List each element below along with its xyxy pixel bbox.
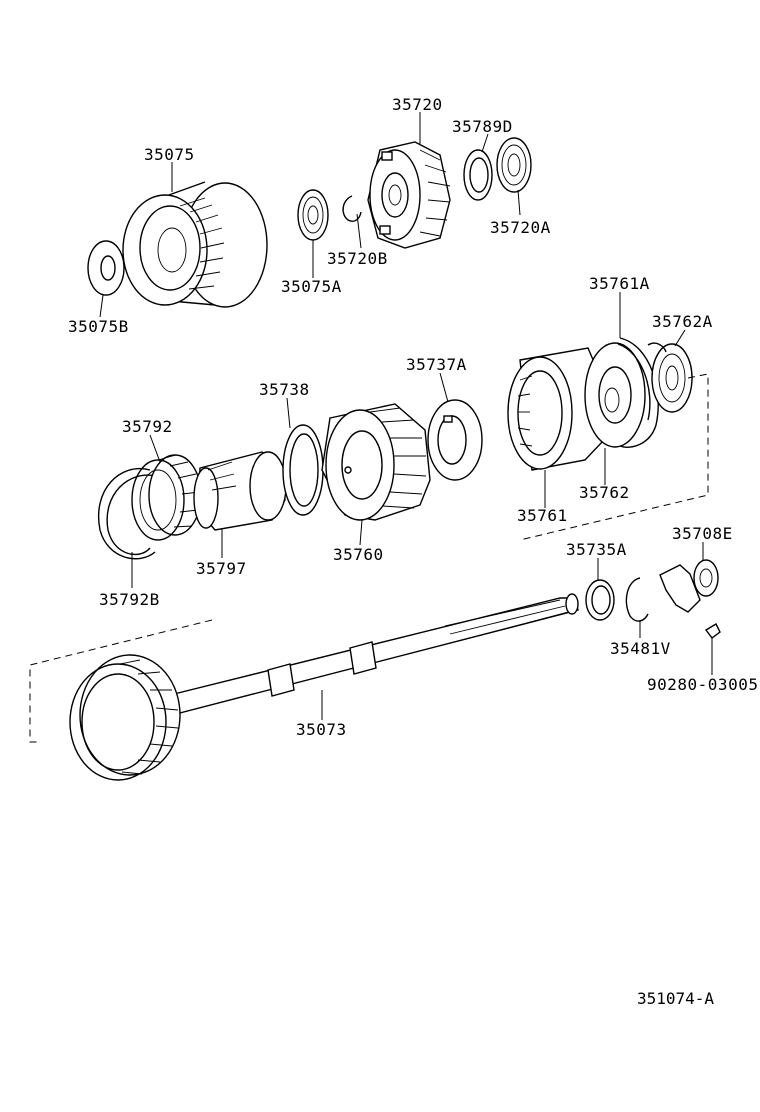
part-35481V-snap-ring[interactable]: [625, 577, 649, 622]
label-35789D: 35789D: [452, 117, 513, 136]
part-35762-flange[interactable]: [584, 342, 646, 448]
part-35075B-washer[interactable]: [87, 240, 125, 296]
part-35792B-snap-ring[interactable]: [97, 467, 157, 560]
part-labels: 35720 35789D 35075 35720A 35720B 35075A …: [68, 95, 758, 1008]
part-35738-washer[interactable]: [282, 424, 324, 516]
part-35075-drum[interactable]: [122, 181, 268, 308]
label-35075: 35075: [144, 145, 195, 164]
part-35720A-bearing[interactable]: [496, 137, 532, 193]
label-35075A: 35075A: [281, 277, 342, 296]
label-35792: 35792: [122, 417, 173, 436]
label-35792B: 35792B: [99, 590, 160, 609]
label-35720B: 35720B: [327, 249, 388, 268]
leader-lines: [99, 112, 713, 720]
label-35720: 35720: [392, 95, 443, 114]
label-35761: 35761: [517, 506, 568, 525]
part-35789D-washer[interactable]: [463, 149, 493, 201]
label-35075B: 35075B: [68, 317, 129, 336]
label-35760: 35760: [333, 545, 384, 564]
part-35792-one-way-clutch[interactable]: [131, 454, 202, 541]
part-35720-planetary-carrier[interactable]: [367, 141, 451, 249]
label-35708E: 35708E: [672, 524, 733, 543]
label-35481V: 35481V: [610, 639, 671, 658]
label-35762: 35762: [579, 483, 630, 502]
part-35797-hub[interactable]: [193, 451, 287, 531]
part-35762A-bearing[interactable]: [647, 342, 693, 413]
part-35708E-bolt[interactable]: [659, 559, 719, 613]
dashed-bracket-left: [29, 619, 213, 743]
part-90280-03005-key[interactable]: [704, 623, 721, 639]
part-35760-gear-assembly[interactable]: [321, 403, 431, 521]
part-35737A-washer[interactable]: [427, 399, 483, 481]
label-35073: 35073: [296, 720, 347, 739]
label-35761A: 35761A: [589, 274, 650, 293]
label-35720A: 35720A: [490, 218, 551, 237]
part-35735A-ring[interactable]: [585, 579, 615, 621]
label-35762A: 35762A: [652, 312, 713, 331]
diagram-reference-code: 351074-A: [637, 989, 714, 1008]
label-90280-03005: 90280-03005: [647, 675, 758, 694]
label-35737A: 35737A: [406, 355, 467, 374]
part-35761A-snap-ring[interactable]: [617, 337, 659, 448]
part-35075A-bearing[interactable]: [297, 189, 329, 241]
part-35720B-snap-ring[interactable]: [342, 195, 362, 222]
label-35735A: 35735A: [566, 540, 627, 559]
label-35738: 35738: [259, 380, 310, 399]
part-35073-output-shaft[interactable]: [69, 593, 579, 781]
label-35797: 35797: [196, 559, 247, 578]
